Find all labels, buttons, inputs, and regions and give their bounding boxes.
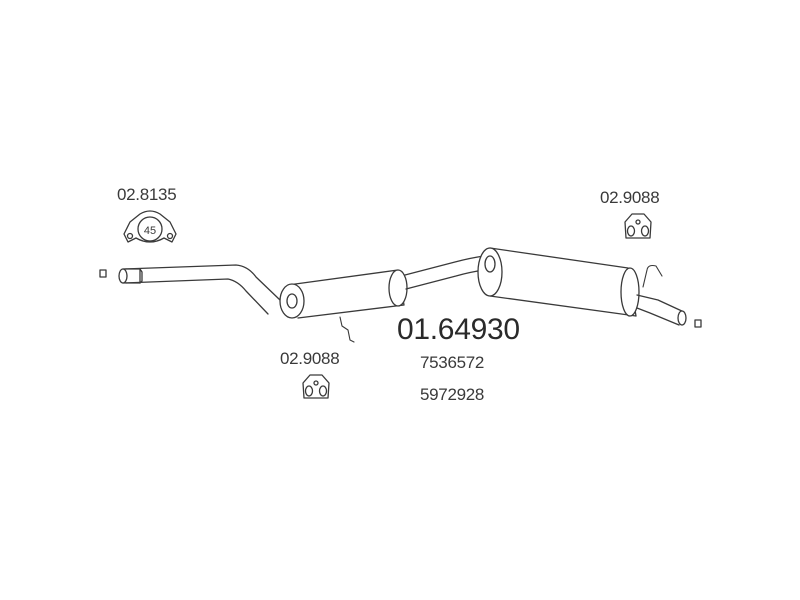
tail-pipe — [636, 294, 687, 326]
svg-text:45: 45 — [144, 225, 156, 237]
inlet-end-marker — [99, 269, 107, 278]
hanger-right-part-number: 02.9088 — [600, 188, 660, 207]
main-part-number: 01.64930 — [397, 313, 520, 346]
inlet-pipe — [118, 264, 281, 315]
rear-silencer — [477, 247, 663, 317]
oem-reference-2: 5972928 — [420, 385, 485, 404]
middle-pipe — [404, 255, 485, 290]
rubber-hanger-icon-right — [624, 213, 652, 239]
outlet-end-marker — [694, 319, 702, 328]
rubber-hanger-icon-left — [302, 374, 330, 399]
clamp-part-number: 02.8135 — [117, 185, 177, 204]
hanger-left-part-number: 02.9088 — [280, 349, 340, 368]
clamp-icon: 45 — [123, 210, 177, 243]
front-silencer — [279, 269, 408, 343]
oem-reference-1: 7536572 — [420, 353, 485, 372]
